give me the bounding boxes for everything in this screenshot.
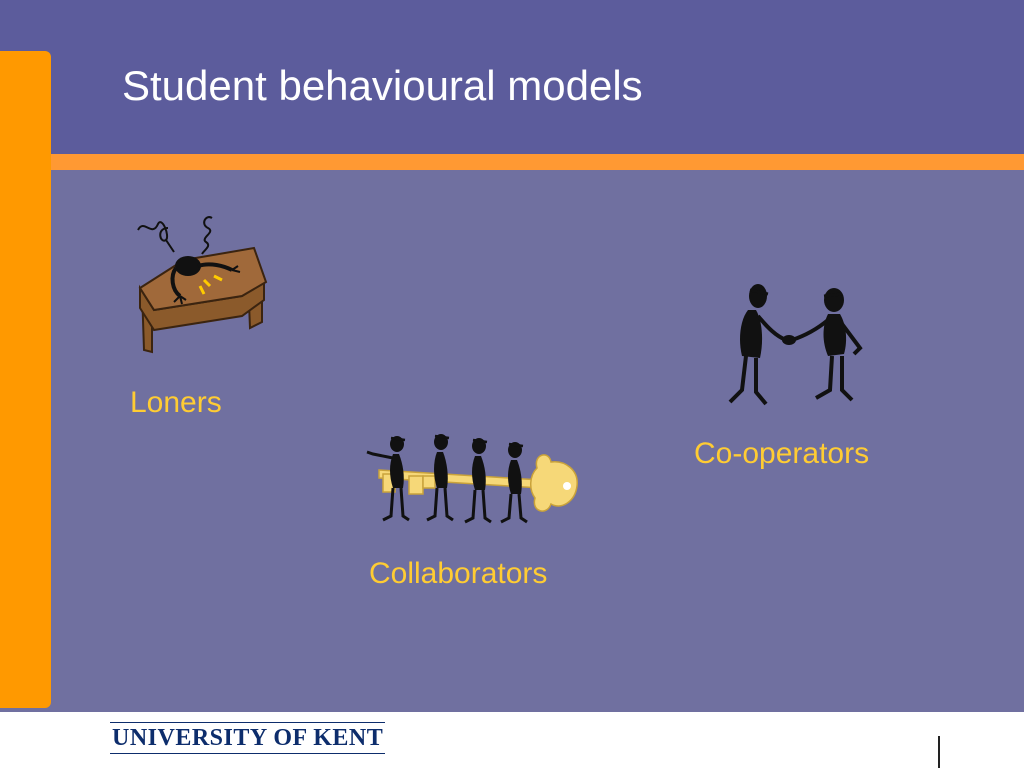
collaborators-label: Collaborators [369, 557, 548, 590]
header-stripe [0, 154, 1024, 170]
loners-label: Loners [130, 386, 222, 419]
handshake-icon [728, 284, 863, 406]
left-accent-bar [0, 51, 51, 708]
footer-divider [938, 736, 940, 768]
footer-bar: UNIVERSITY OF KENT [0, 712, 1024, 768]
cooperators-label: Co-operators [694, 437, 870, 470]
university-logo: UNIVERSITY OF KENT [110, 722, 386, 754]
people-carrying-key-icon [366, 434, 578, 524]
slide-title: Student behavioural models [122, 62, 643, 109]
header-band [0, 0, 1024, 155]
person-at-desk-frustrated-icon [137, 216, 268, 354]
